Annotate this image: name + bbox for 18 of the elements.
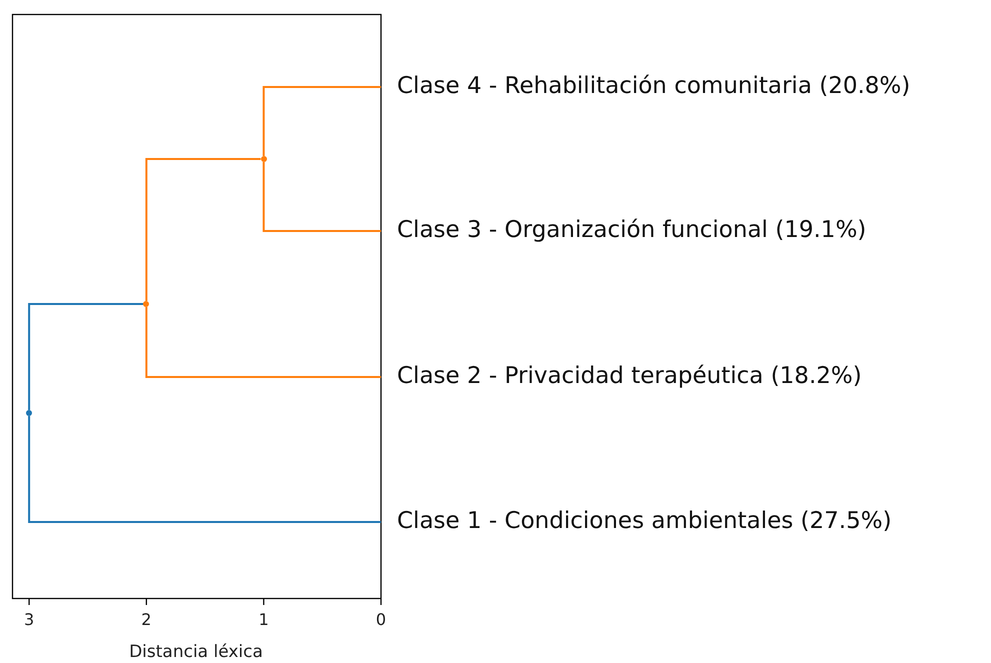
merge-point bbox=[260, 156, 267, 162]
cluster-label: Clase 4 - Rehabilitación comunitaria (20.8%) bbox=[381, 73, 910, 101]
cluster-label: Clase 1 - Condiciones ambientales (27.5%) bbox=[381, 508, 892, 536]
dendrogram-branch bbox=[145, 158, 261, 301]
axis-tick-label: 0 bbox=[376, 610, 386, 629]
dendrogram-branch bbox=[28, 303, 144, 410]
dendrogram-branch bbox=[262, 86, 381, 156]
dendrogram-branch bbox=[262, 162, 381, 232]
merge-point bbox=[143, 301, 150, 307]
dendrogram-branch bbox=[145, 307, 381, 378]
cluster-label: Clase 3 - Organización funcional (19.1%) bbox=[381, 217, 866, 245]
dendrogram-branch bbox=[28, 416, 381, 523]
axis-tick-label: 2 bbox=[141, 610, 152, 629]
axis-tick-label: 3 bbox=[24, 610, 34, 629]
cluster-label: Clase 2 - Privacidad terapéutica (18.2%) bbox=[381, 363, 862, 391]
axis-tick-label: 1 bbox=[258, 610, 269, 629]
merge-point bbox=[26, 410, 32, 416]
axis-title: Distancia léxica bbox=[129, 642, 263, 662]
